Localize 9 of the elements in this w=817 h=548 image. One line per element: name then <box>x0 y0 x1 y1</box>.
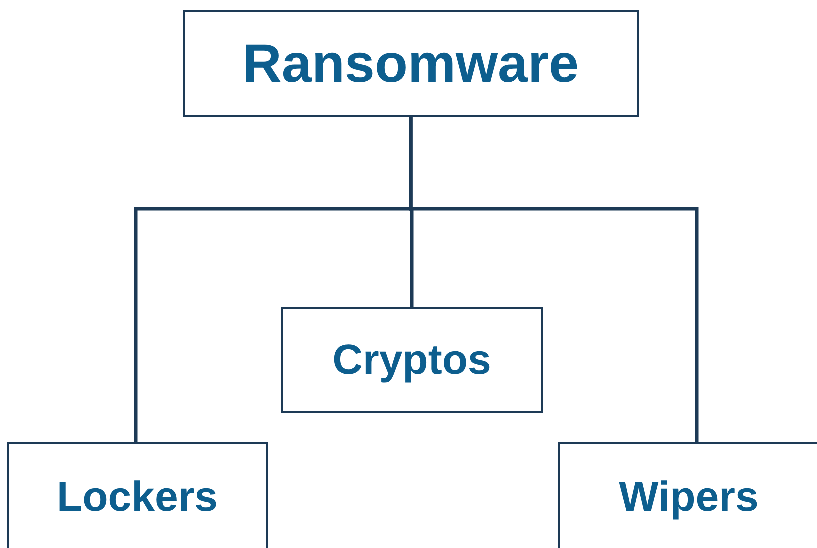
category-box <box>281 307 543 413</box>
connector-line <box>409 117 699 442</box>
category-label: Cryptos <box>332 336 492 384</box>
category-box <box>558 442 817 548</box>
category-box <box>183 10 639 117</box>
category-label: Lockers <box>56 473 218 521</box>
category-label: Ransomware <box>242 32 580 94</box>
category-label: Wipers <box>619 473 759 521</box>
category-box <box>7 442 268 548</box>
